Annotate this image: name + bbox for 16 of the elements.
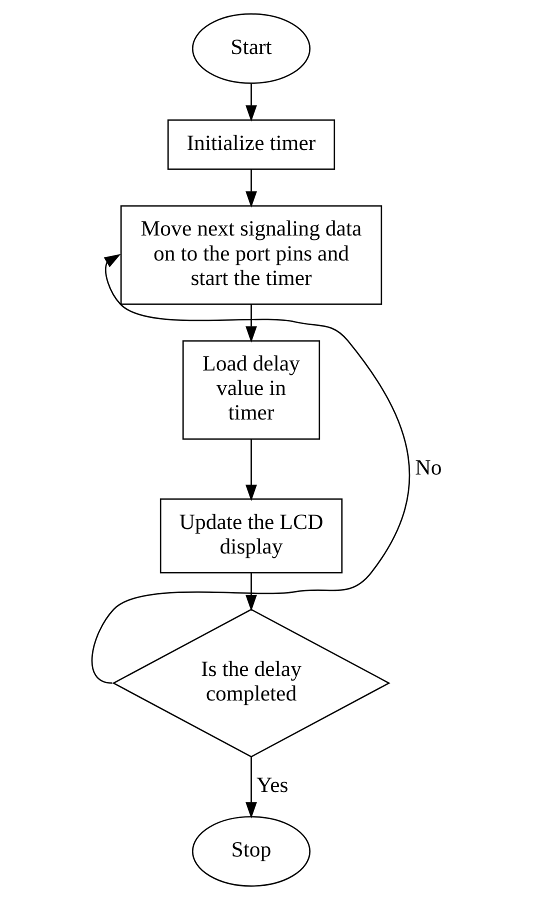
node-ellipse: Stop [192,816,311,887]
edge-label: No [415,455,442,480]
node-ellipse: Start [192,13,311,84]
node-box: Initialize timer [167,119,336,170]
arrow [246,169,257,208]
node-box: Load delay value in timer [182,340,320,440]
arrow [246,757,257,818]
arrow [92,254,410,684]
node-box: Update the LCD display [160,498,343,574]
arrow [246,439,257,502]
node-box: Move next signaling data on to the port pins and start the timer [120,205,382,305]
arrow [246,84,257,122]
arrow [246,304,257,343]
arrow [246,572,257,612]
node-diamond: Is the delay completed [112,608,390,758]
edge-label: Yes [256,772,288,797]
